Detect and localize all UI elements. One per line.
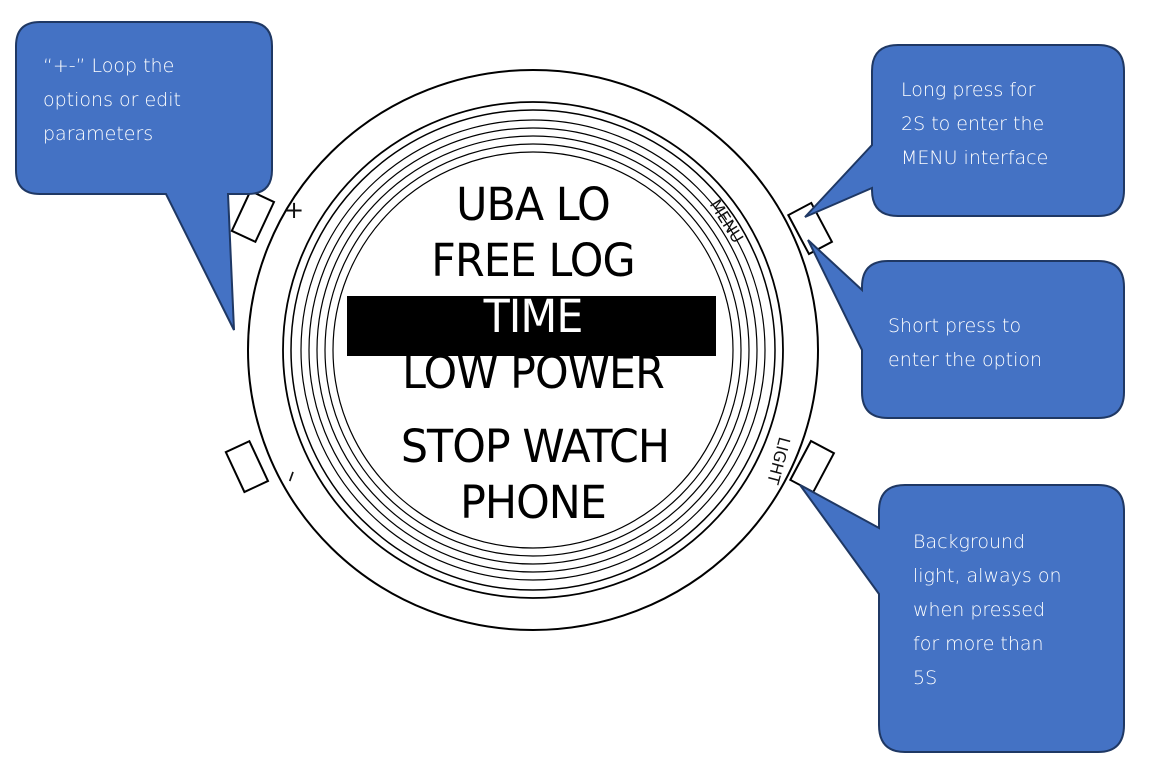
callout-plus-minus-bubble xyxy=(15,21,273,331)
callout-light-text: Background light, always on when pressed… xyxy=(913,531,1062,689)
callout-light-bubble xyxy=(799,484,1125,753)
watch-bezel-rings xyxy=(282,101,784,599)
plus-button[interactable] xyxy=(230,189,276,244)
plus-button-label: + xyxy=(284,196,305,224)
callout-plus-minus-text: “+-” Loop the options or edit parameters xyxy=(43,55,181,145)
menu-button[interactable] xyxy=(786,201,834,256)
menu-item-stop-watch[interactable]: STOP WATCH xyxy=(400,420,670,473)
callout-menu-long-bubble xyxy=(804,44,1125,218)
callout-menu-short-text: Short press to enter the option xyxy=(888,315,1043,371)
callout-menu-long-text: Long press for 2S to enter the MENU inte… xyxy=(901,79,1049,169)
callout-menu-short-bubble xyxy=(807,239,1125,419)
menu-item-uba-lo[interactable]: UBA LO xyxy=(456,178,611,231)
menu-item-low-power[interactable]: LOW POWER xyxy=(402,346,665,399)
selection-highlight-bar xyxy=(347,296,716,356)
menu-item-phone[interactable]: PHONE xyxy=(460,476,607,529)
minus-button[interactable] xyxy=(224,439,270,494)
menu-item-time[interactable]: TIME xyxy=(483,290,584,343)
menu-item-free-log[interactable]: FREE LOG xyxy=(431,234,635,287)
